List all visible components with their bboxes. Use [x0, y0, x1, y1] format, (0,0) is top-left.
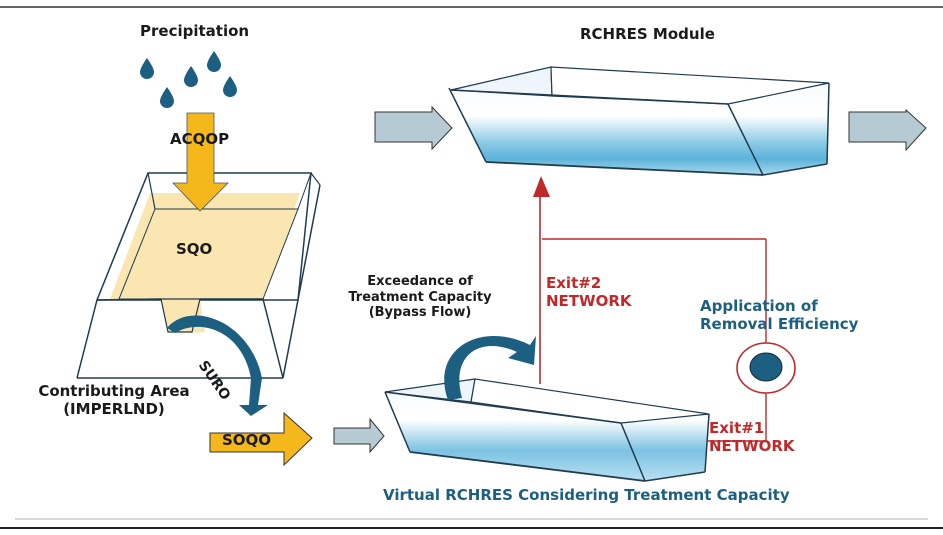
bypass-flow-arrow — [444, 336, 536, 400]
rain-drop-icon — [140, 58, 154, 79]
rain-drops — [140, 51, 237, 108]
virtual-rchres-label: Virtual RCHRES Considering Treatment Cap… — [383, 486, 790, 504]
network-lines — [539, 196, 767, 442]
removal-efficiency-dot — [749, 352, 783, 382]
rain-drop-icon — [160, 87, 174, 108]
rain-drop-icon — [184, 66, 198, 87]
exit2-line1: Exit#2 — [546, 274, 602, 292]
exit2-line2: NETWORK — [546, 292, 632, 310]
soqo-arrow — [209, 411, 313, 467]
removal-line1: Application of — [700, 297, 818, 315]
sqo-label: SQO — [176, 240, 213, 258]
exceedance-line2: Treatment Capacity — [348, 289, 492, 305]
acqop-label: ACQOP — [170, 130, 230, 148]
contributing-area-line2: (IMPERLND) — [63, 400, 165, 418]
exceedance-line1: Exceedance of — [367, 274, 473, 289]
exceedance-line3: (Bypass Flow) — [368, 305, 472, 321]
exit2-network-label: Exit#2 NETWORK — [546, 274, 632, 310]
removal-line2: Removal Efficiency — [700, 315, 859, 333]
inflow-arrow-virtual — [333, 417, 385, 454]
contributing-area-line1: Contributing Area — [38, 382, 190, 400]
removal-efficiency-label: Application of Removal Efficiency — [700, 297, 858, 333]
soqo-label: SOQO — [222, 431, 272, 449]
exit1-line1: Exit#1 — [709, 419, 765, 437]
inflow-arrow-rchres — [374, 105, 453, 151]
rain-drop-icon — [207, 51, 221, 72]
contributing-area-label: Contributing Area (IMPERLND) — [24, 382, 204, 418]
contributing-area-basin — [76, 172, 321, 379]
exit2-arrowhead — [533, 176, 550, 197]
exceedance-label: Exceedance of Treatment Capacity (Bypass… — [340, 274, 500, 321]
rchres-module-channel — [448, 66, 830, 176]
acqop-arrow — [172, 112, 229, 212]
virtual-rchres-channel — [384, 378, 710, 482]
outflow-arrow-rchres — [848, 108, 927, 152]
exit1-network-label: Exit#1 NETWORK — [709, 419, 795, 455]
exit1-line2: NETWORK — [709, 437, 795, 455]
precipitation-label: Precipitation — [140, 22, 250, 40]
suro-arrow — [167, 315, 268, 416]
rchres-module-label: RCHRES Module — [580, 25, 715, 43]
rain-drop-icon — [223, 76, 237, 97]
